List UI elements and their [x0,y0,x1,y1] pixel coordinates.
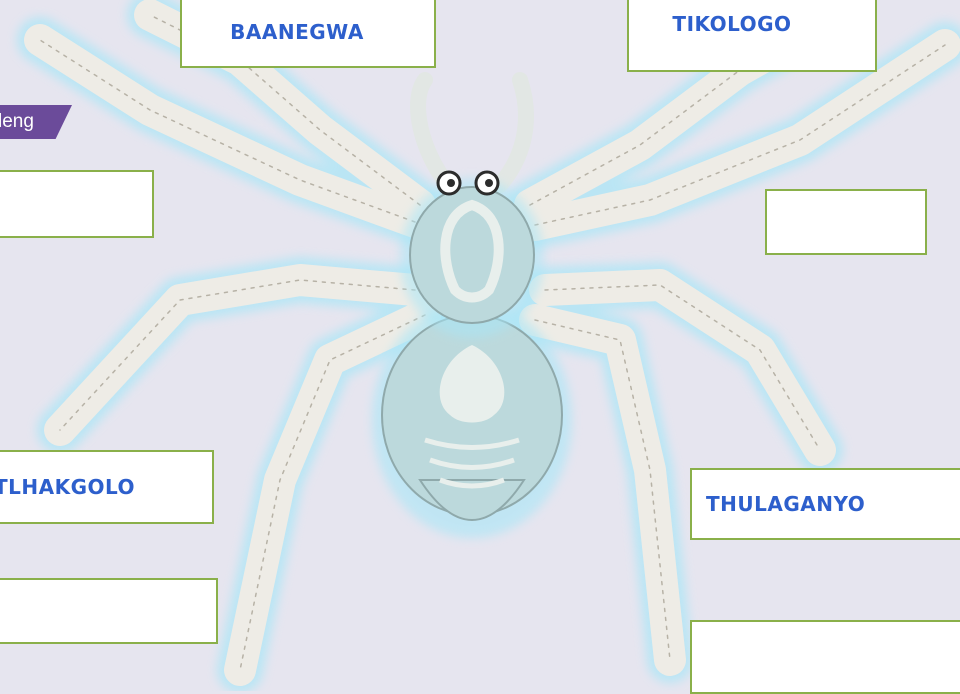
label-tlhakgolo: TLHAKGOLO [0,475,135,499]
label-baanegwa: BAANEGWA [230,20,364,44]
spider-pedipalps [418,80,526,185]
label-box-thulaganyo: THULAGANYO [690,468,960,540]
label-box-tikologo: TIKOLOGO [627,0,877,72]
label-box-tlhakgolo: TLHAKGOLO [0,450,214,524]
label-box-right-bottom[interactable] [690,620,960,694]
section-tag-text: leng [0,111,34,133]
label-box-left-top[interactable] [0,170,154,238]
label-box-left-bottom[interactable] [0,578,218,644]
label-tikologo: TIKOLOGO [672,12,791,36]
label-box-right-top[interactable] [765,189,927,255]
label-thulaganyo: THULAGANYO [706,492,865,516]
label-box-baanegwa: BAANEGWA [180,0,436,68]
